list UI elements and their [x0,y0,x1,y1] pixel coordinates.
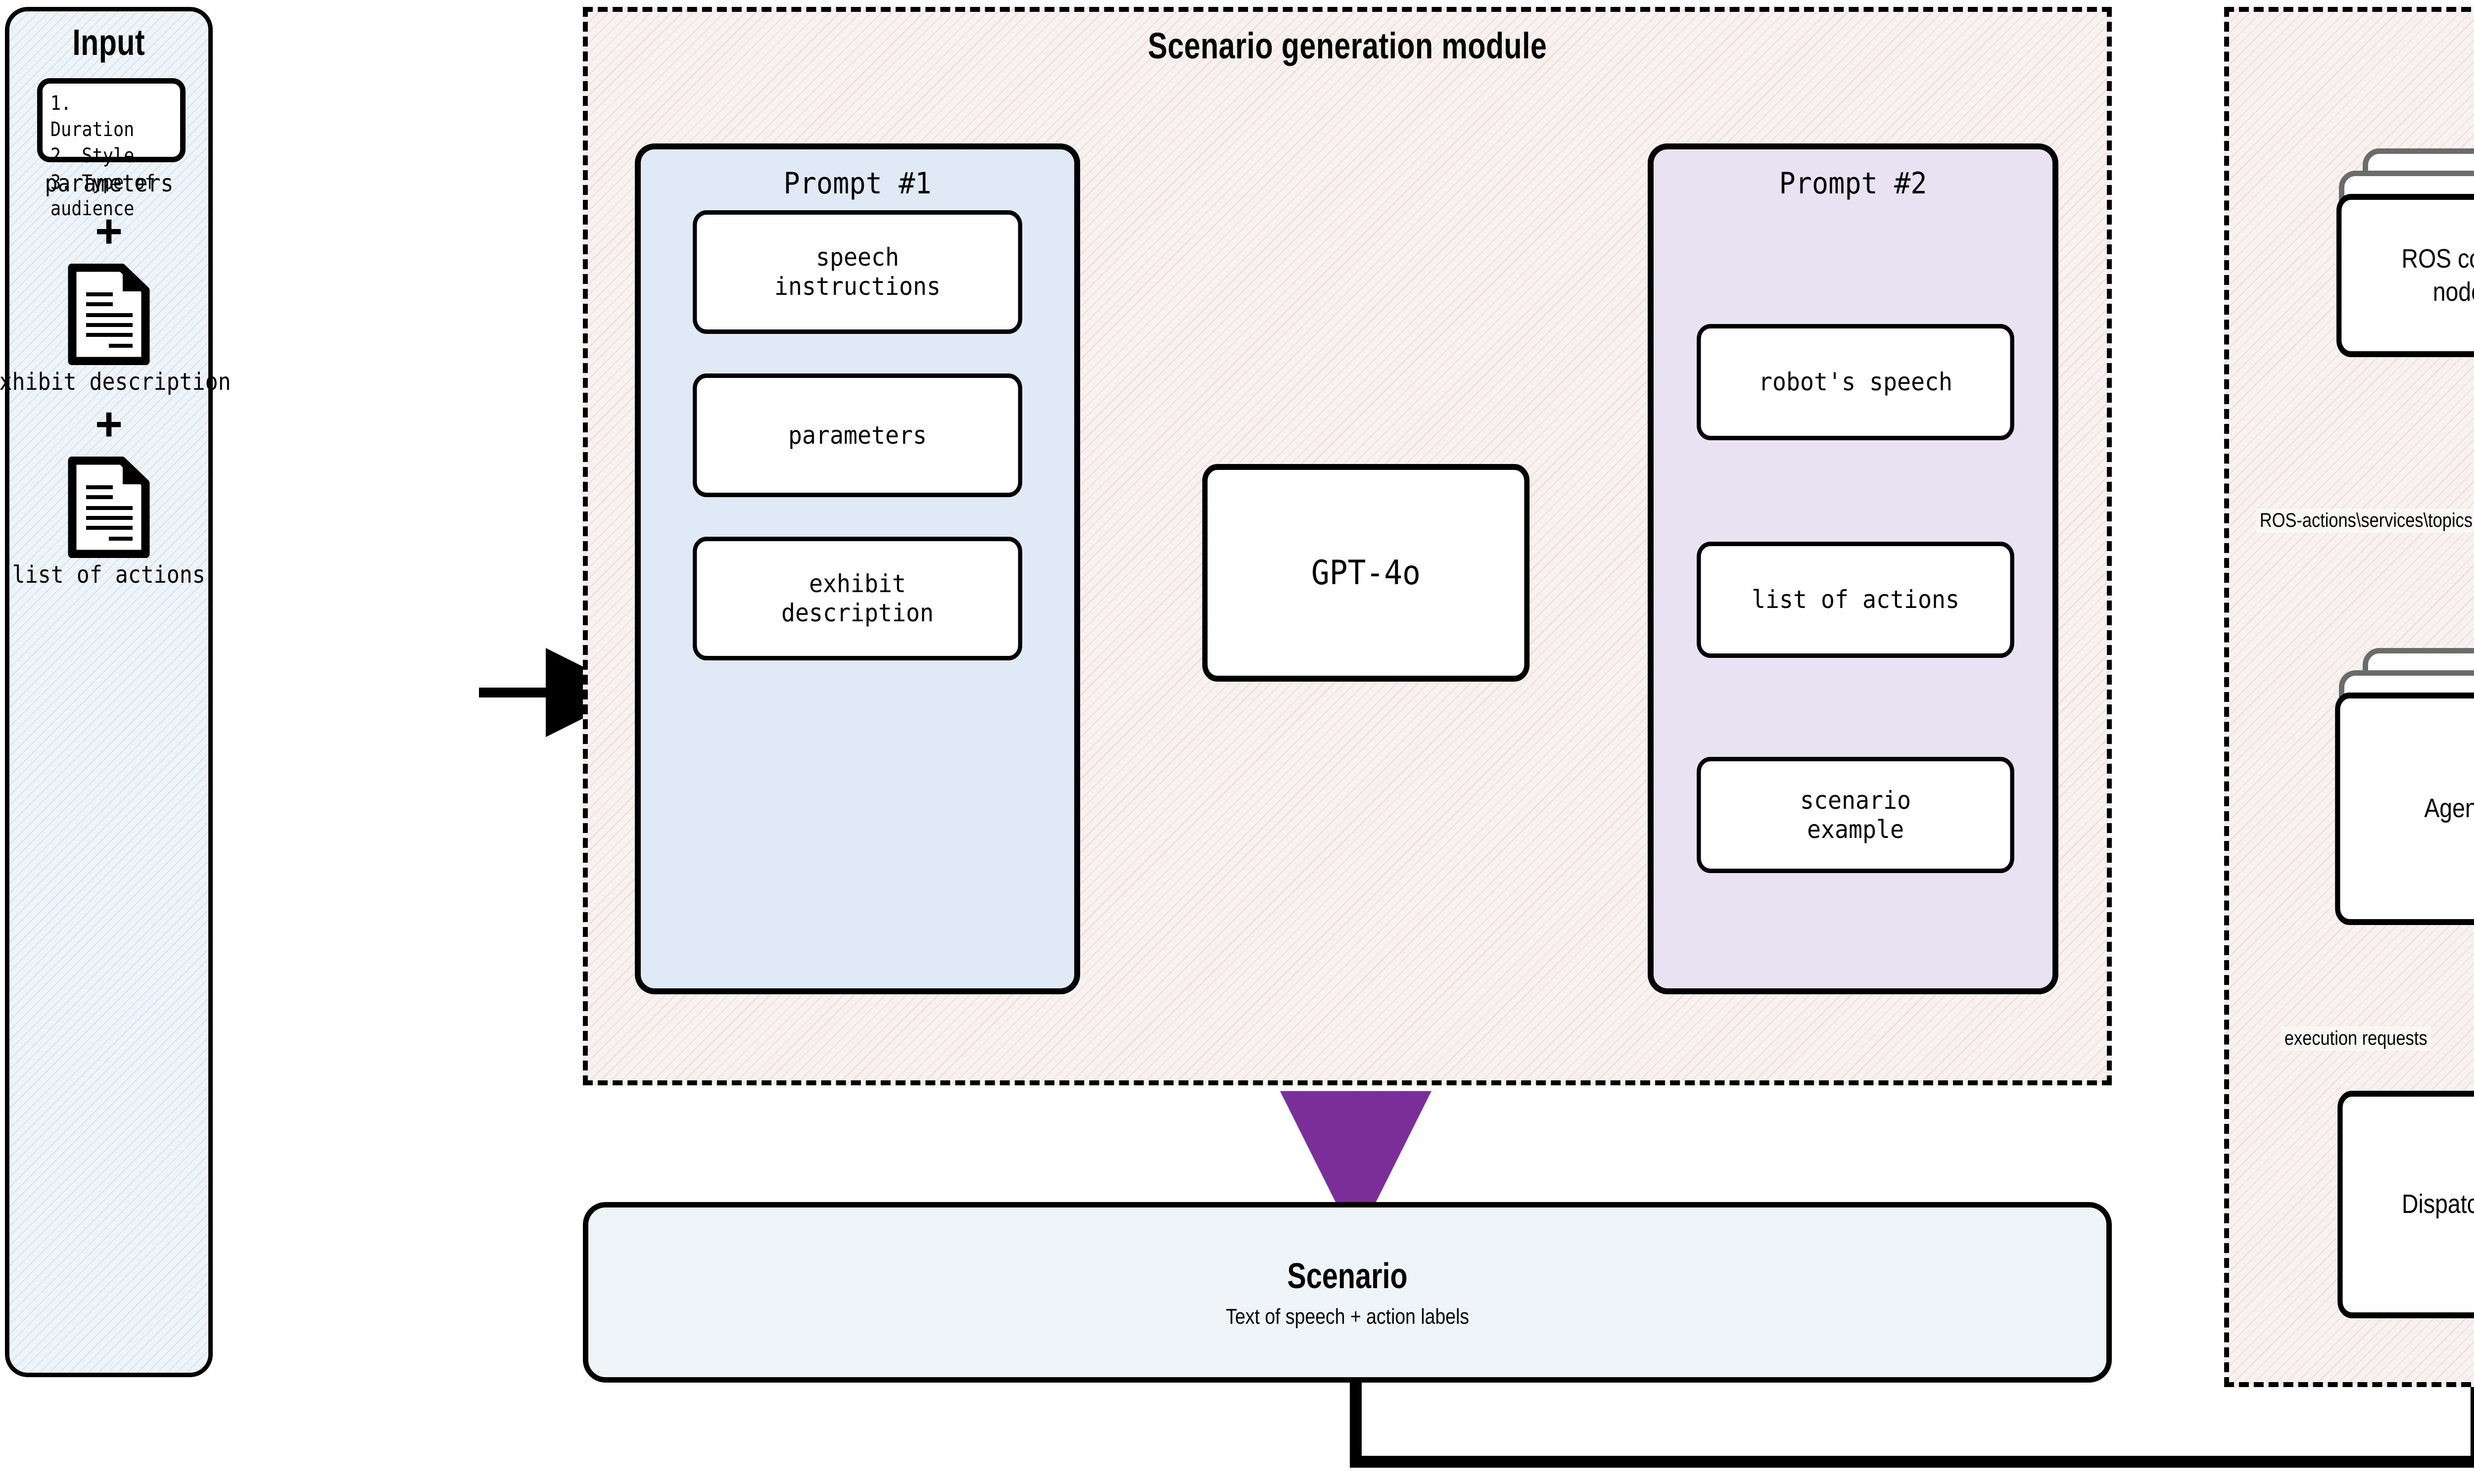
list-of-actions-document-icon [5,455,213,559]
prompt-1-item-speech-instructions[interactable]: speech instructions [693,210,1022,334]
scenario-output-subtitle: Text of speech + action labels [1226,1304,1469,1329]
document-icon [68,263,150,365]
prompt-1-title: Prompt #1 [783,166,932,201]
scenario-output-title: Scenario [1287,1256,1408,1296]
ros-control-nodes-node[interactable]: ROS control nodes [2336,194,2474,357]
dispatcher-node[interactable]: Dispatcher [2337,1091,2474,1318]
execution-requests-label: execution requests [2281,1026,2431,1051]
parameter-item-audience: 3. Type of audience [50,171,155,220]
ros-channel-label-wrap: ROS-actions\services\topics [2256,509,2474,536]
prompt-2-item-robot-speech[interactable]: robot's speech [1697,324,2014,440]
prompt-1-item-parameters[interactable]: parameters [693,373,1022,497]
input-parameters-box: 1. Duration 2. Style 3. Type of audience [37,78,186,220]
execution-requests-label-wrap: execution requests [2281,1026,2474,1054]
prompt-2-item-scenario-example[interactable]: scenario example [1697,757,2014,873]
input-plus-2: + [95,398,123,451]
prompt-2-title: Prompt #2 [1779,166,1927,201]
scenario-output-box[interactable]: Scenario Text of speech + action labels [583,1202,2112,1383]
scenario-module-title: Scenario generation module [1147,25,1547,66]
gpt-4o-model-node[interactable]: GPT-4o [1202,464,1530,682]
multiagent-panel-title: Multiagent control system [2224,22,2474,69]
parameter-item-duration: 1. Duration [50,92,135,141]
prompt-2-item-list-of-actions[interactable]: list of actions [1697,542,2014,658]
panel-input [5,7,213,1377]
exhibit-description-caption: exhibit description [0,368,232,396]
input-panel-title: Input [72,21,145,63]
document-icon [68,456,150,558]
ros-channel-label: ROS-actions\services\topics [2256,509,2474,533]
prompt-1-item-exhibit-description[interactable]: exhibit description [693,537,1022,660]
exhibit-description-document-icon [5,262,213,366]
parameter-item-style: 2. Style [50,144,135,168]
input-parameters-caption: parameters [44,170,174,197]
agent-node[interactable]: Agent [2335,693,2474,925]
list-of-actions-caption: list of actions [12,561,206,589]
input-plus-1: + [95,205,123,258]
